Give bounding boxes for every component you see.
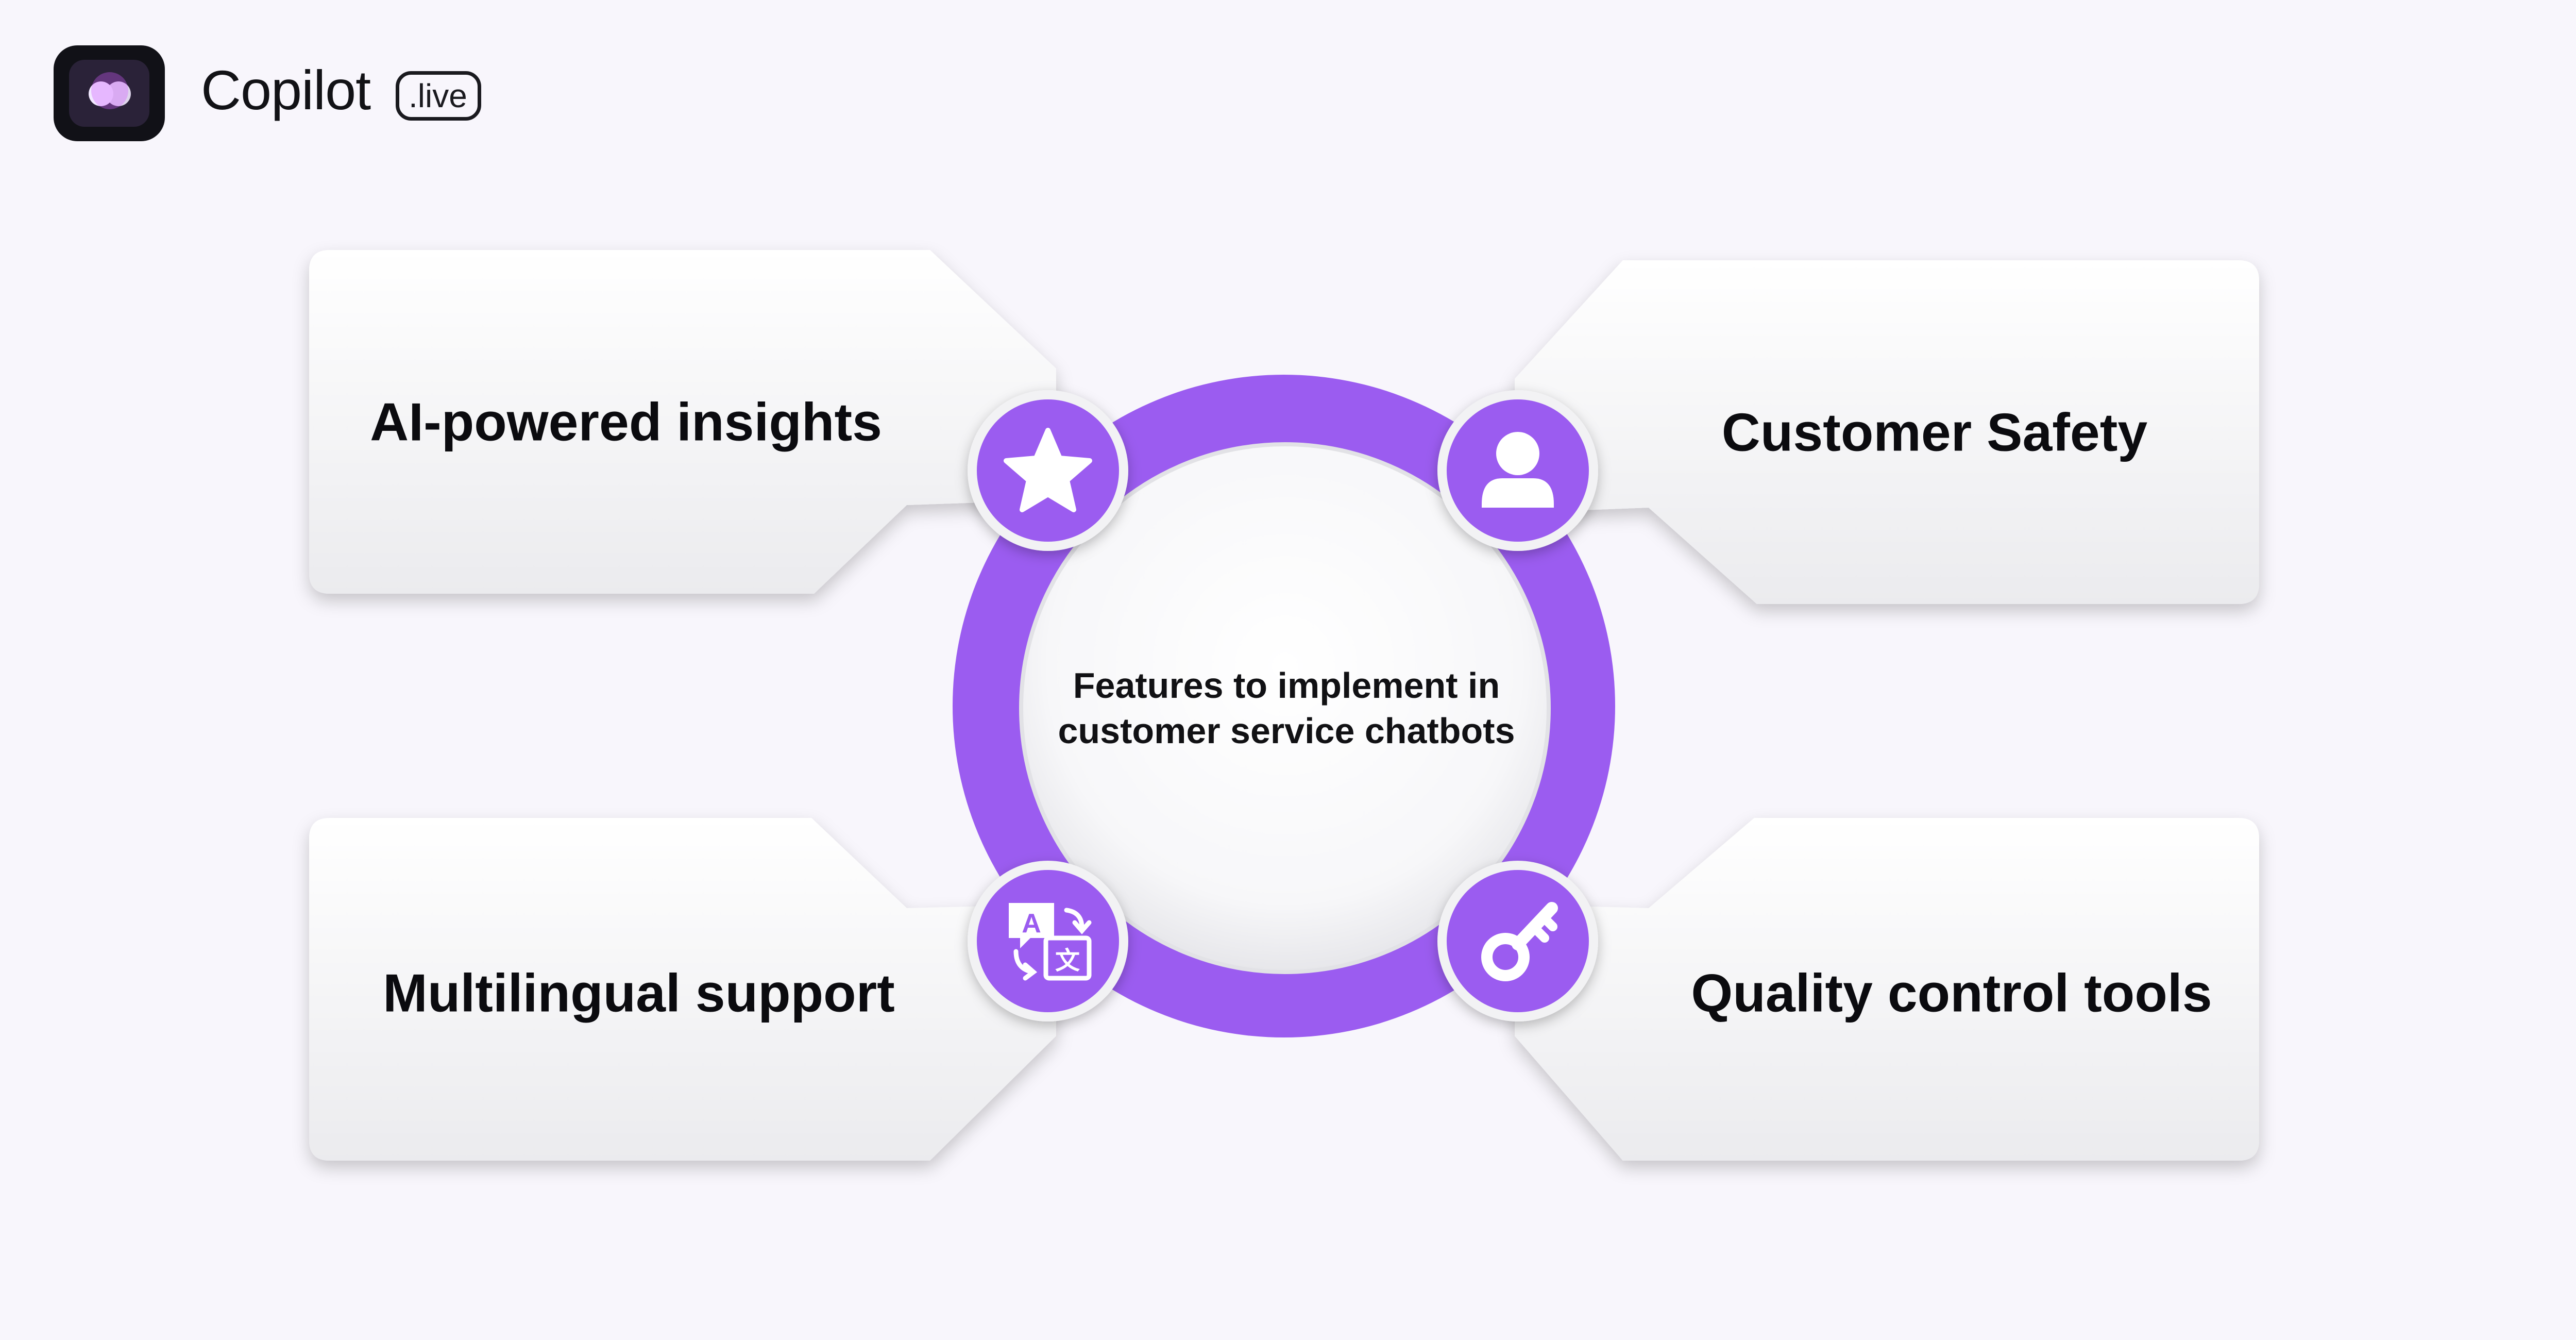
card-quality-control-tools: [1515, 818, 2259, 1161]
brand-name: Copilot: [201, 59, 371, 121]
card-customer-safety: [1515, 260, 2259, 604]
key-icon: [1437, 861, 1598, 1021]
center-title-line-2: customer service chatbots: [1058, 711, 1515, 751]
svg-text:文: 文: [1055, 946, 1080, 975]
center-title-line-1: Features to implement in: [1073, 665, 1500, 706]
brand-badge: .live: [396, 71, 481, 121]
translate-icon: A 文: [968, 861, 1128, 1021]
user-icon: [1437, 390, 1598, 551]
feature-label-quality-control-tools: Quality control tools: [1691, 963, 2212, 1024]
star-icon: [968, 390, 1128, 551]
feature-label-multilingual-support: Multilingual support: [383, 963, 895, 1024]
svg-text:A: A: [1022, 909, 1041, 939]
feature-label-ai-powered-insights: AI-powered insights: [370, 392, 882, 453]
card-multilingual-support: [309, 818, 1056, 1161]
feature-label-customer-safety: Customer Safety: [1721, 403, 2148, 463]
center-disc: [1019, 442, 1551, 974]
copilot-logo-icon: [54, 45, 165, 141]
card-ai-powered-insights: [309, 250, 1056, 594]
center-title: Features to implement in customer servic…: [1024, 663, 1549, 753]
